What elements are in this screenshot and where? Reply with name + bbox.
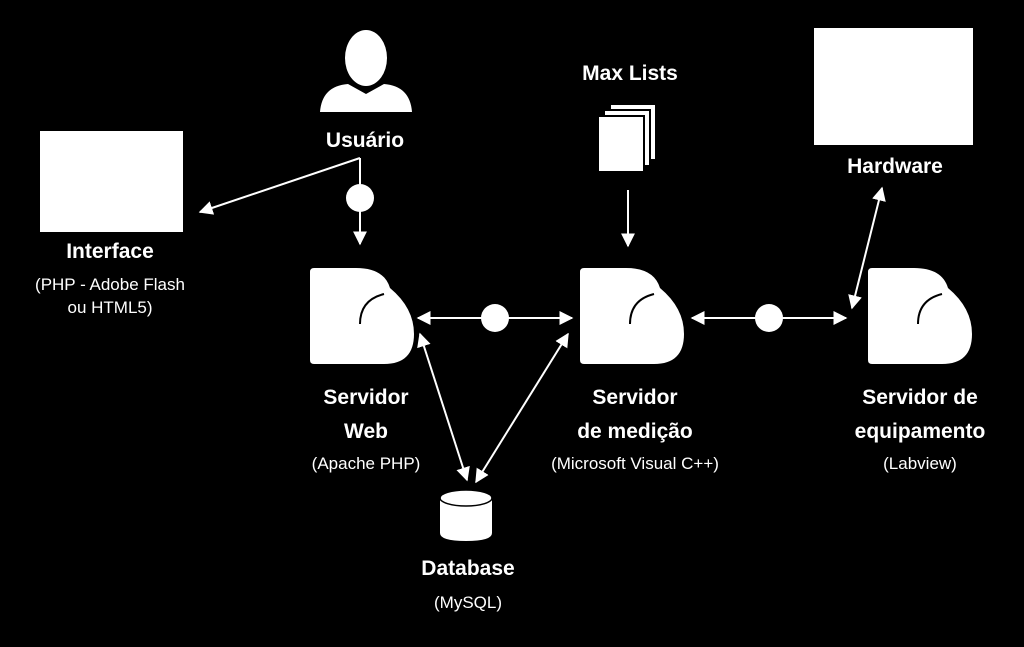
- server-web-icon: [309, 267, 415, 365]
- maxlists-label: Max Lists: [582, 62, 678, 85]
- documents-icon: [597, 103, 657, 173]
- servidor-medicao-tech: (Microsoft Visual C++): [551, 454, 719, 473]
- database-tech: (MySQL): [434, 593, 502, 612]
- medicao-equipamento-port-circle: [755, 304, 783, 332]
- hardware-label: Hardware: [847, 155, 943, 178]
- server-equipamento-icon: [867, 267, 973, 365]
- servidor-equipamento-label-line2: equipamento: [854, 420, 986, 443]
- servidor-web-label-line1: Servidor: [323, 386, 409, 409]
- connector-equipamento-hardware: [848, 186, 886, 310]
- usuario-label: Usuário: [325, 129, 405, 152]
- interface-tech-line1: (PHP - Adobe Flash: [35, 275, 185, 294]
- connector-medicao-database: [475, 332, 569, 484]
- user-icon: [320, 30, 412, 112]
- server-medicao-icon: [579, 267, 685, 365]
- connector-usuario-interface: [198, 157, 361, 215]
- servidor-web-tech: (Apache PHP): [311, 454, 421, 473]
- connector-web-database: [417, 332, 470, 482]
- web-medicao-port-circle: [481, 304, 509, 332]
- servidor-equipamento-label-line1: Servidor de: [862, 386, 978, 409]
- interface-port-circle: [346, 184, 374, 212]
- interface-label: Interface: [66, 240, 154, 263]
- hardware-icon: [814, 28, 973, 145]
- servidor-equipamento-tech: (Labview): [883, 454, 957, 473]
- servidor-medicao-label-line2: de medição: [577, 420, 693, 443]
- interface-tech-line2: ou HTML5): [67, 298, 153, 317]
- servidor-medicao-label-line1: Servidor: [592, 386, 678, 409]
- database-icon: [439, 489, 493, 541]
- servidor-web-label-line2: Web: [344, 420, 388, 443]
- database-label: Database: [421, 557, 515, 580]
- screen-icon: [40, 131, 183, 232]
